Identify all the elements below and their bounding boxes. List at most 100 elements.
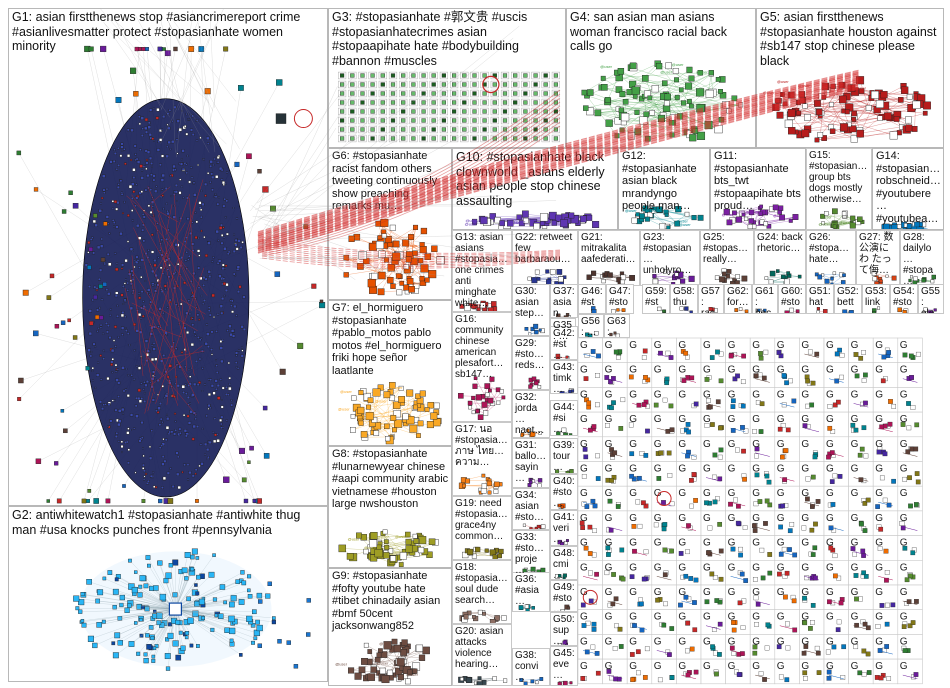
mini-group-label: G: [703, 513, 711, 524]
mini-group-label: G: [826, 439, 834, 450]
group-g60-label: G60: #sto…: [781, 286, 806, 314]
group-g51-panel: G51: hat…: [806, 284, 834, 314]
vertex-node: [181, 385, 185, 389]
mini-group-label: G: [654, 414, 662, 425]
vertex-node: [833, 573, 838, 579]
vertex-node: [145, 380, 150, 384]
vertex-node: [198, 254, 201, 257]
vertex-node: [166, 306, 169, 309]
mini-group-label: G: [580, 414, 588, 425]
vertex-node: [193, 330, 196, 334]
mini-group-label: G: [580, 340, 588, 351]
vertex-node: [223, 476, 230, 483]
vertex-node: [140, 116, 144, 120]
group-g45-label: G45: eve…: [553, 648, 578, 681]
vertex-node: [246, 153, 252, 160]
vertex-node: [217, 239, 220, 242]
vertex-node: [826, 454, 831, 460]
vertex-node: [709, 355, 715, 360]
vertex-node: [584, 504, 590, 509]
vertex-node: [170, 250, 173, 252]
vertex-node: [876, 449, 882, 455]
vertex-node: [311, 283, 317, 289]
vertex-node: [731, 627, 737, 633]
vertex-node: [221, 386, 225, 390]
vertex-node: [228, 386, 232, 391]
group-g43-label: G43: timk…: [553, 362, 578, 394]
mini-group-label: G: [629, 612, 637, 623]
vertex-node: [854, 373, 860, 379]
vertex-node: [663, 601, 668, 607]
group-g4-label: G4: san asian man asians woman francisco…: [570, 10, 731, 53]
mini-group-label: G: [851, 587, 859, 598]
mini-group-label: G: [777, 389, 785, 400]
vertex-node: [86, 499, 90, 503]
vertex-node: [117, 440, 120, 443]
mini-group-label: G: [703, 488, 711, 499]
vertex-node: [102, 332, 105, 335]
vertex-node: [710, 422, 715, 427]
vertex-node: [46, 295, 52, 300]
group-g48-panel: G48: cmi…: [550, 546, 578, 580]
group-g63-panel: G63: G…: [604, 314, 630, 338]
vertex-node: [595, 453, 600, 459]
vertex-node: [741, 448, 746, 454]
group-g20-label: G20: asian attacks violence hearing…: [455, 626, 507, 670]
vertex-node: [906, 401, 911, 406]
vertex-node: [730, 398, 736, 404]
vertex-node: [763, 349, 769, 355]
vertex-node: [206, 142, 210, 145]
vertex-node: [120, 451, 123, 454]
vertex-node: [215, 359, 218, 362]
vertex-node: [643, 453, 649, 458]
vertex-node: [641, 576, 647, 582]
vertex-node: [914, 502, 919, 507]
vertex-node: [117, 336, 120, 339]
group-g26-label: G26: #stopa… hate…: [809, 232, 852, 265]
mini-group-label: G: [851, 488, 859, 499]
vertex-node: [219, 378, 222, 381]
vertex-node: [202, 276, 206, 280]
vertex-node: [142, 454, 145, 457]
vertex-node: [117, 164, 120, 167]
vertex-node: [178, 127, 182, 132]
mini-group-label: G: [801, 562, 809, 573]
vertex-node: [915, 351, 921, 357]
mini-group-label: G: [629, 538, 637, 549]
vertex-node: [887, 421, 893, 427]
vertex-node: [155, 116, 159, 120]
vertex-node: [882, 451, 888, 457]
vertex-node: [252, 499, 257, 503]
vertex-node: [106, 330, 109, 334]
vertex-node: [126, 289, 129, 292]
vertex-node: [628, 374, 634, 380]
vertex-node: [105, 498, 111, 504]
vertex-node: [127, 214, 130, 217]
vertex-node: [116, 368, 119, 371]
vertex-node: [910, 550, 916, 556]
vertex-node: [133, 91, 139, 97]
vertex-node: [580, 602, 586, 608]
vertex-node: [582, 446, 588, 452]
group-g53-label: G53: link…: [865, 286, 890, 314]
mini-group-label: G: [728, 414, 736, 425]
vertex-node: [195, 360, 198, 363]
vertex-node: [742, 476, 747, 482]
mini-group-label: G: [900, 464, 908, 475]
vertex-node: [194, 236, 198, 239]
vertex-node: [763, 521, 768, 526]
vertex-node: [685, 422, 691, 427]
vertex-node: [910, 620, 916, 625]
vertex-node: [180, 158, 183, 161]
vertex-node: [237, 349, 240, 352]
vertex-node: [225, 199, 229, 203]
vertex-node: [802, 595, 807, 601]
mini-group-label: G: [629, 340, 637, 351]
vertex-node: [689, 503, 694, 509]
vertex-node: [121, 285, 125, 288]
vertex-node: [156, 148, 161, 152]
vertex-node: [156, 411, 160, 414]
vertex-node: [198, 357, 202, 361]
vertex-node: [163, 396, 166, 399]
vertex-node: [863, 574, 869, 579]
